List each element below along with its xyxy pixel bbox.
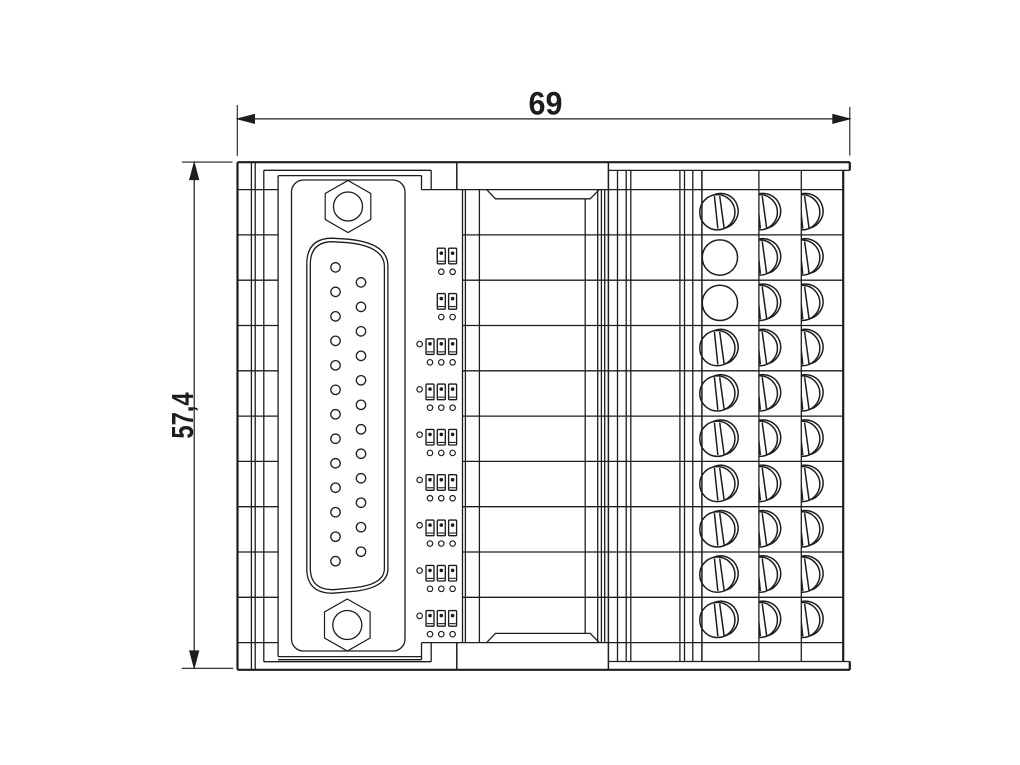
svg-text:69: 69 <box>529 86 563 122</box>
svg-text:57,4: 57,4 <box>165 392 200 439</box>
